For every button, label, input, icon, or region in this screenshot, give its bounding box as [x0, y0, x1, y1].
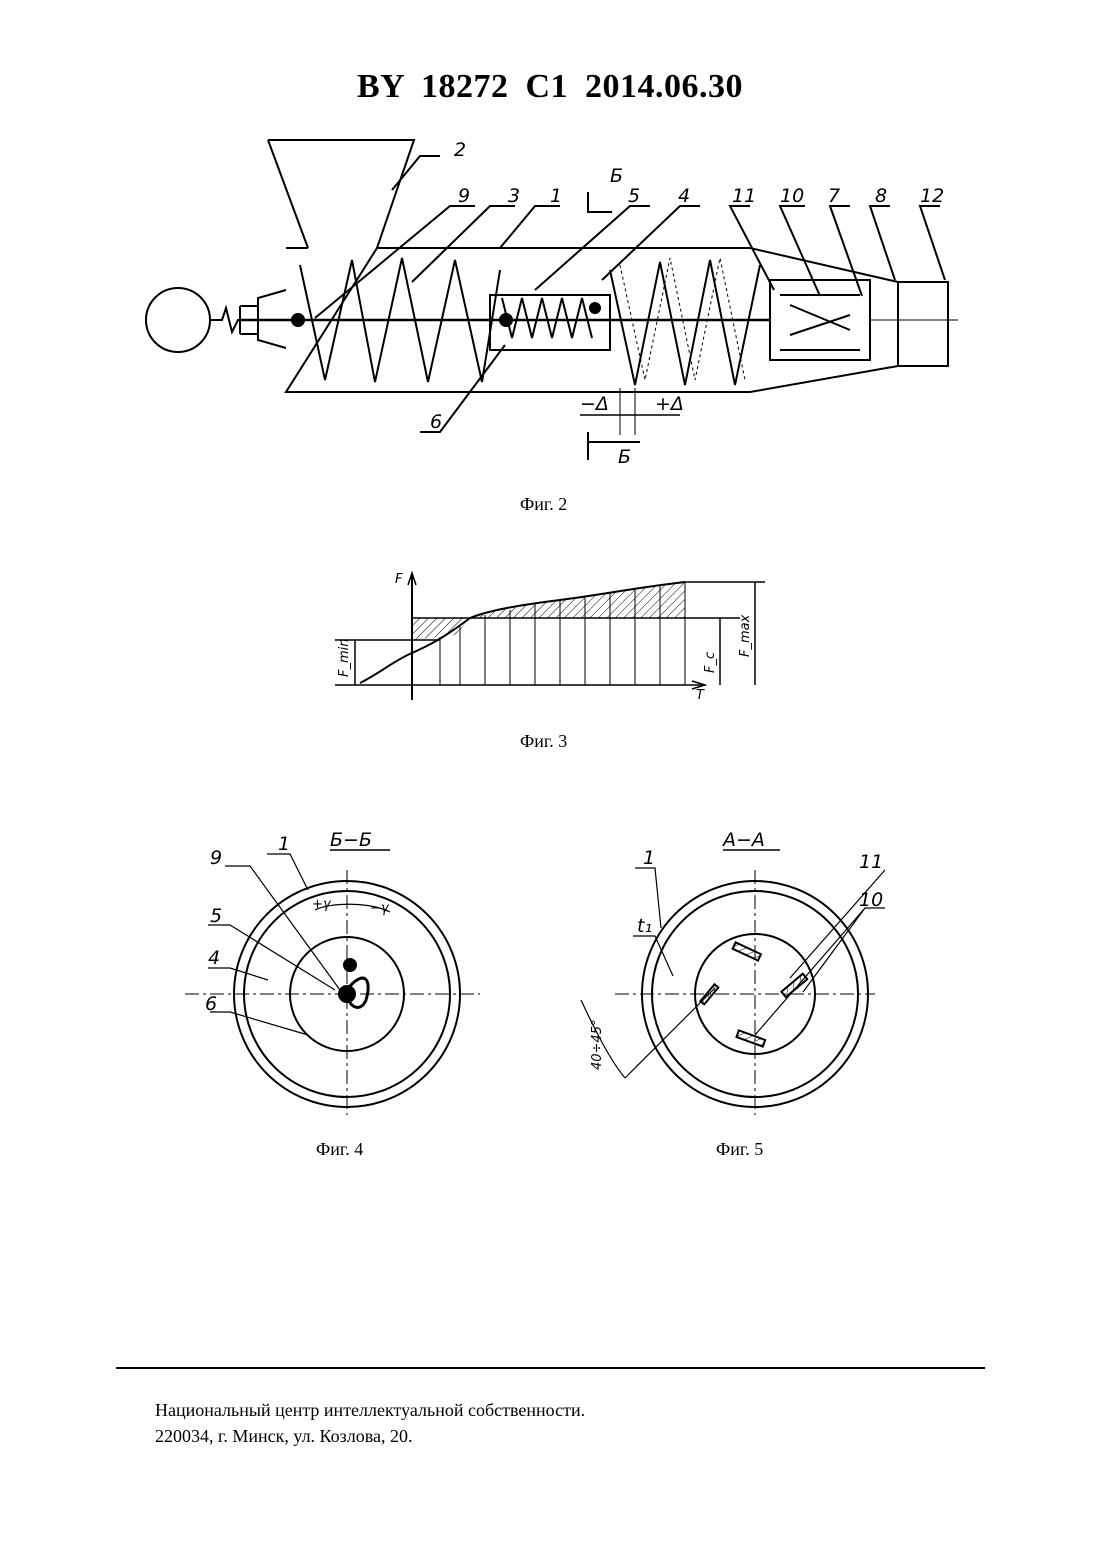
- figure-2-drawing: 2 9 3 1 Б 5 4 11 10 7 8 12 6 −Δ +Δ Б: [140, 130, 970, 470]
- label-10: 10: [859, 889, 883, 911]
- fc-label: F_c: [703, 652, 718, 673]
- patent-header: BY 18272 C1 2014.06.30: [0, 68, 1100, 106]
- figure-5-section: 1 A−A t₁ 11 10 40÷45°: [575, 830, 885, 1120]
- label-5: 5: [210, 905, 222, 927]
- fmax-label: F_max: [738, 614, 753, 657]
- section-a-a: A−A: [721, 830, 765, 851]
- label-4: 4: [208, 947, 220, 969]
- label-11: 11: [732, 185, 756, 207]
- label-plus-gamma: +γ: [312, 897, 332, 912]
- label-plus-delta: +Δ: [655, 393, 684, 415]
- deficit-area: [412, 618, 470, 640]
- caption-fig-5: Фиг. 5: [716, 1139, 763, 1160]
- label-11: 11: [859, 851, 883, 873]
- blade-3: [736, 1030, 765, 1046]
- axis-t-label: T: [696, 688, 705, 703]
- label-4: 4: [678, 185, 690, 207]
- label-9: 9: [210, 847, 222, 869]
- figure-4-section: 9 1 Б−Б 5 4 6 +γ −γ: [180, 830, 490, 1120]
- caption-fig-4: Фиг. 4: [316, 1139, 363, 1160]
- footer-address: Национальный центр интеллектуальной собс…: [155, 1397, 585, 1449]
- label-6: 6: [430, 411, 442, 433]
- label-section-b-top: Б: [610, 165, 623, 187]
- label-1: 1: [550, 185, 562, 207]
- label-minus-delta: −Δ: [580, 393, 609, 415]
- label-minus-gamma: −γ: [370, 901, 390, 916]
- caption-fig-3: Фиг. 3: [520, 731, 567, 752]
- label-5: 5: [628, 185, 640, 207]
- section-b-b: Б−Б: [330, 830, 372, 851]
- label-t1: t₁: [637, 915, 652, 937]
- blade-1: [733, 942, 761, 960]
- label-8: 8: [875, 185, 887, 207]
- label-7: 7: [828, 185, 840, 207]
- footer-line-1: Национальный центр интеллектуальной собс…: [155, 1397, 585, 1423]
- hopper: [268, 140, 414, 248]
- caption-fig-2: Фиг. 2: [520, 494, 567, 515]
- label-10: 10: [780, 185, 804, 207]
- angle-label: 40÷45°: [590, 1020, 605, 1070]
- die-block: [770, 280, 870, 360]
- label-2: 2: [454, 139, 466, 161]
- axis-f-label: F: [395, 572, 403, 587]
- footer-line-2: 220034, г. Минск, ул. Козлова, 20.: [155, 1423, 585, 1449]
- motor-circle: [146, 288, 210, 352]
- label-9: 9: [458, 185, 470, 207]
- figure-3-graph: F F_min F_c F_max T: [320, 565, 780, 705]
- label-6: 6: [205, 993, 217, 1015]
- label-3: 3: [508, 185, 520, 207]
- fmin-label: F_min: [337, 639, 352, 678]
- label-1: 1: [643, 847, 655, 869]
- footer-divider: [116, 1367, 985, 1369]
- label-section-b-bottom: Б: [618, 446, 631, 468]
- label-12: 12: [920, 185, 944, 207]
- label-1: 1: [278, 833, 290, 855]
